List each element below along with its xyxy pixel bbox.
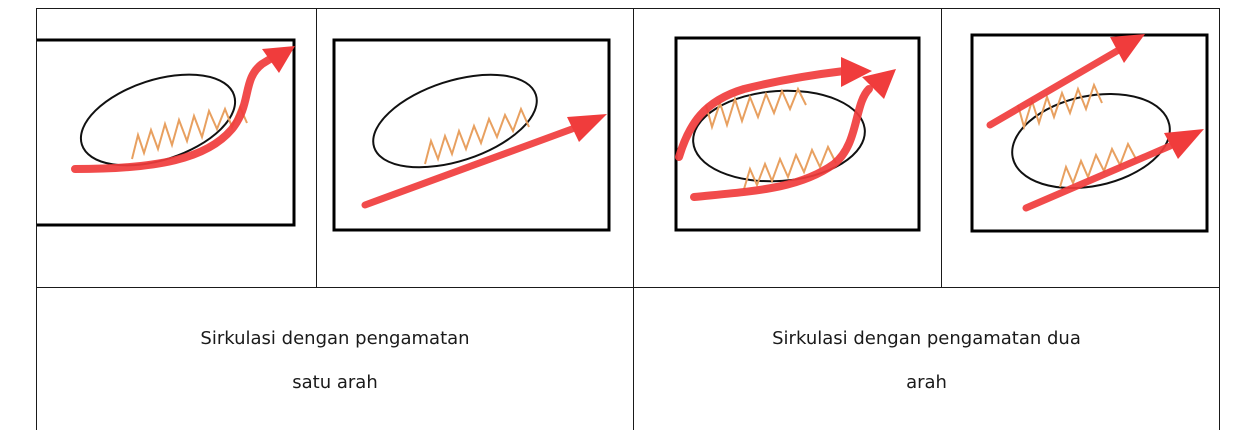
- arrow-head: [262, 46, 295, 73]
- table-divider-3: [941, 8, 942, 287]
- arrow-head-bottom: [862, 69, 896, 99]
- table-divider-2: [633, 8, 634, 430]
- observation-zigzag-top: [705, 86, 807, 131]
- caption-two-way: Sirkulasi dengan pengamatan dua arah: [634, 288, 1219, 430]
- diagram-one-way-curved: [37, 9, 316, 287]
- space-ellipse: [372, 73, 538, 169]
- table-border-top: [36, 8, 1220, 9]
- table-border-middle: [36, 287, 1220, 288]
- observation-zigzag-bottom: [1059, 141, 1137, 188]
- caption-one-way: Sirkulasi dengan pengamatan satu arah: [37, 288, 633, 430]
- diagram-two-way-curved: [634, 9, 941, 287]
- caption-two-way-line1: Sirkulasi dengan pengamatan dua: [772, 328, 1081, 349]
- observation-zigzag: [424, 106, 530, 165]
- arrow-head-bottom: [1164, 129, 1204, 159]
- circulation-arrow-bottom: [1022, 142, 1174, 212]
- caption-two-way-line2: arah: [906, 372, 947, 393]
- observation-zigzag: [131, 104, 248, 160]
- circulation-arrow-top: [986, 47, 1121, 129]
- diagram-two-way-straight: [942, 9, 1219, 287]
- circulation-arrow-top: [675, 67, 848, 161]
- observation-zigzag-bottom: [743, 144, 837, 190]
- arrow-head-top: [1110, 34, 1145, 63]
- table-border-right: [1219, 8, 1220, 430]
- circulation-arrow: [71, 52, 279, 173]
- arrow-head: [567, 114, 607, 142]
- diagram-one-way-straight: [317, 9, 633, 287]
- arrow-head-top: [841, 57, 872, 87]
- caption-one-way-line2: satu arah: [292, 372, 378, 393]
- caption-one-way-line1: Sirkulasi dengan pengamatan: [200, 328, 470, 349]
- circulation-arrow: [361, 125, 576, 209]
- panel-frame: [674, 36, 921, 232]
- circulation-arrow-bottom: [690, 85, 873, 201]
- table-divider-1: [316, 8, 317, 287]
- space-ellipse: [692, 89, 866, 183]
